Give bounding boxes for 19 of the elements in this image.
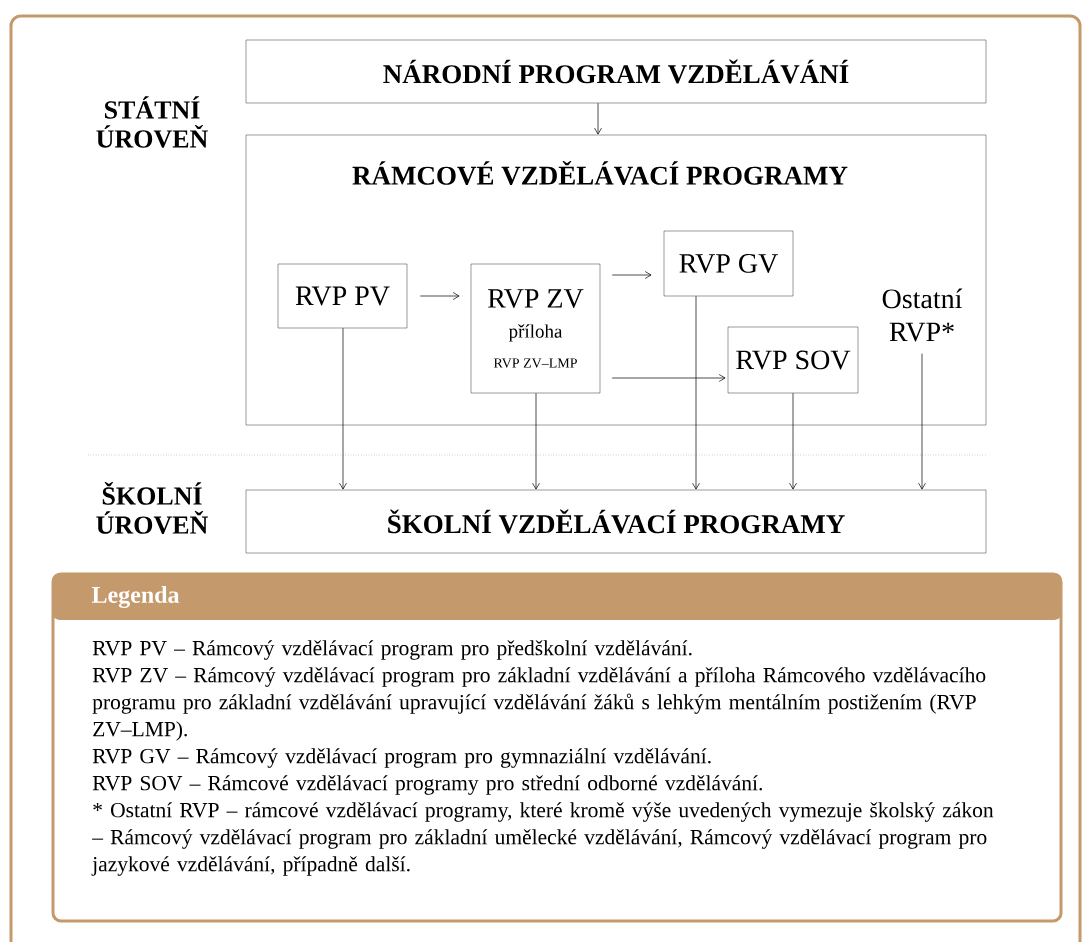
program-box: NÁRODNÍ PROGRAM VZDĚLÁVÁNÍ [245,39,987,104]
level-label: ŠKOLNÍ ÚROVEŇ [96,482,208,534]
program-box: RVP SOV [727,326,859,394]
arrow [594,102,602,135]
program-box: RVP GV [663,230,794,297]
arrow [918,353,926,490]
arrow [692,295,700,490]
program-label: Ostatní RVP* [882,288,963,342]
program-box: RVP ZV příloha RVP ZV–LMP [470,263,601,394]
arrow [532,392,540,490]
program-box: RVP PV [277,263,408,329]
level-label: STÁTNÍ ÚROVEŇ [96,96,208,148]
arrow [339,327,347,490]
program-box: ŠKOLNÍ VZDĚLÁVACÍ PROGRAMY [245,489,987,554]
legend-box: Legenda RVP PV – Rámcový vzdělávací program pro předškolní vzdělávání. RVP ZV – Rámcový vzdělávací program pro základní vzdělávání a příloha Rámcového vzdělávacího programu pro základní vzdělávání upravující vzdělávání žáků s lehkým mentálním postižením (RVP ZV–LMP). RVP GV – Rámcový vzdělávací program pro gymnaziální vzdělávání. RVP SOV – Rámcové vzdělávací programy pro střední odborné vzdělávání. * Ostatní RVP – rámcové vzdělávací programy, které kromě výše uvedených vymezuje školský zákon – Rámcový vzdělávací program pro základní umělecké vzdělávání, Rámcový vzdělávací program pro jazykové vzdělávání, případně další. [51,572,1063,923]
arrow [419,292,460,300]
arrow [611,271,652,279]
arrow [789,392,797,490]
arrow [611,374,726,382]
